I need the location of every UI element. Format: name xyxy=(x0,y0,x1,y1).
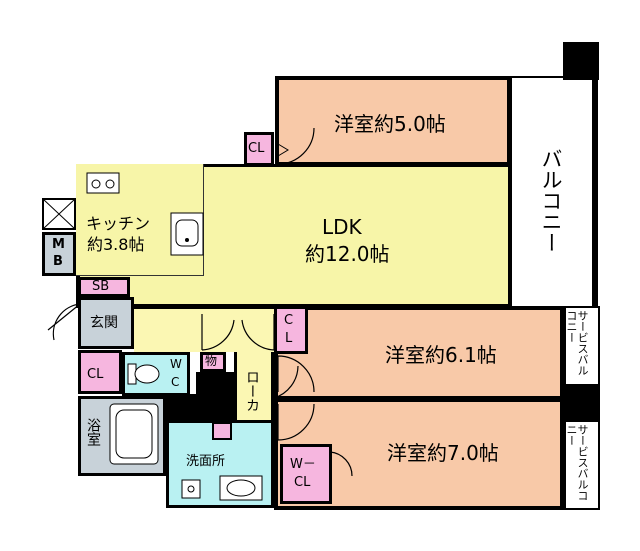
column xyxy=(563,42,599,80)
meter-box xyxy=(42,232,76,276)
bath-label: 浴室 xyxy=(85,418,101,446)
walk-in-closet-label-b: CL xyxy=(294,475,311,490)
bedroom-3-label: 洋室約7.0帖 xyxy=(387,441,499,465)
closet-bed2 xyxy=(274,306,308,354)
service-balcony-1-label: サービスバルコニー xyxy=(565,310,589,376)
wc-label-a: W xyxy=(170,357,182,371)
corridor-strip xyxy=(134,306,274,352)
wall-block-1 xyxy=(164,394,234,420)
door-swing-icon xyxy=(329,451,353,500)
wc-label-b: C xyxy=(171,375,180,389)
door-swing-icon xyxy=(241,314,275,351)
meter-box-label-a: M xyxy=(52,237,65,252)
sink-icon xyxy=(170,212,204,256)
storage-mono xyxy=(200,352,226,372)
service-balcony-1 xyxy=(564,306,600,386)
door-swing-icon xyxy=(47,303,81,341)
door-swing-icon xyxy=(201,314,235,351)
bedroom-1-label: 洋室約5.0帖 xyxy=(334,112,446,136)
kitchen-size: 約3.8帖 xyxy=(87,235,145,254)
washer-icon xyxy=(181,479,201,499)
walk-in-closet xyxy=(280,444,332,504)
balcony-label: バルコニー xyxy=(539,148,563,253)
closet-bed2-label-b: L xyxy=(285,331,293,346)
shoe-box-label: SB xyxy=(92,279,110,294)
closet-bed2-label-a: C xyxy=(284,313,294,328)
entrance xyxy=(78,297,134,349)
washbasin-icon xyxy=(219,475,263,501)
shoe-box xyxy=(78,277,130,297)
walk-in-closet-label-a: W－ xyxy=(290,457,316,472)
bedroom-2-label: 洋室約6.1帖 xyxy=(385,343,497,367)
stove-icon xyxy=(86,172,120,194)
door-swing-icon xyxy=(277,127,315,165)
washroom-pink-box xyxy=(212,422,232,440)
service-balcony-2-label: サービスバルコニー xyxy=(565,424,589,501)
closet-top-label: CL xyxy=(248,141,265,156)
bathtub-icon xyxy=(109,403,159,465)
closet-entrance xyxy=(78,350,122,394)
door-swing-icon xyxy=(277,355,315,393)
bedroom-2 xyxy=(274,306,564,400)
wall-block-2 xyxy=(196,372,234,396)
entrance-label: 玄関 xyxy=(90,315,118,331)
toilet-icon xyxy=(127,363,160,385)
corridor-label: ローカ xyxy=(244,370,260,412)
service-balcony-2 xyxy=(564,420,600,510)
door-swing-icon xyxy=(273,365,299,399)
ldk-size: 約12.0帖 xyxy=(305,242,390,266)
washroom-label: 洗面所 xyxy=(186,454,226,469)
storage-mono-label: 物 xyxy=(205,354,218,368)
meter-box-label-b: B xyxy=(53,254,63,269)
kitchen-title: キッチン xyxy=(86,214,151,233)
column-2 xyxy=(564,386,600,420)
balcony-rail xyxy=(594,76,598,308)
pantry-x-icon xyxy=(42,198,76,230)
ldk-title: LDK xyxy=(322,215,362,239)
bedroom-1 xyxy=(275,76,511,166)
door-swing-icon xyxy=(277,403,315,441)
closet-entrance-label: CL xyxy=(87,367,104,382)
